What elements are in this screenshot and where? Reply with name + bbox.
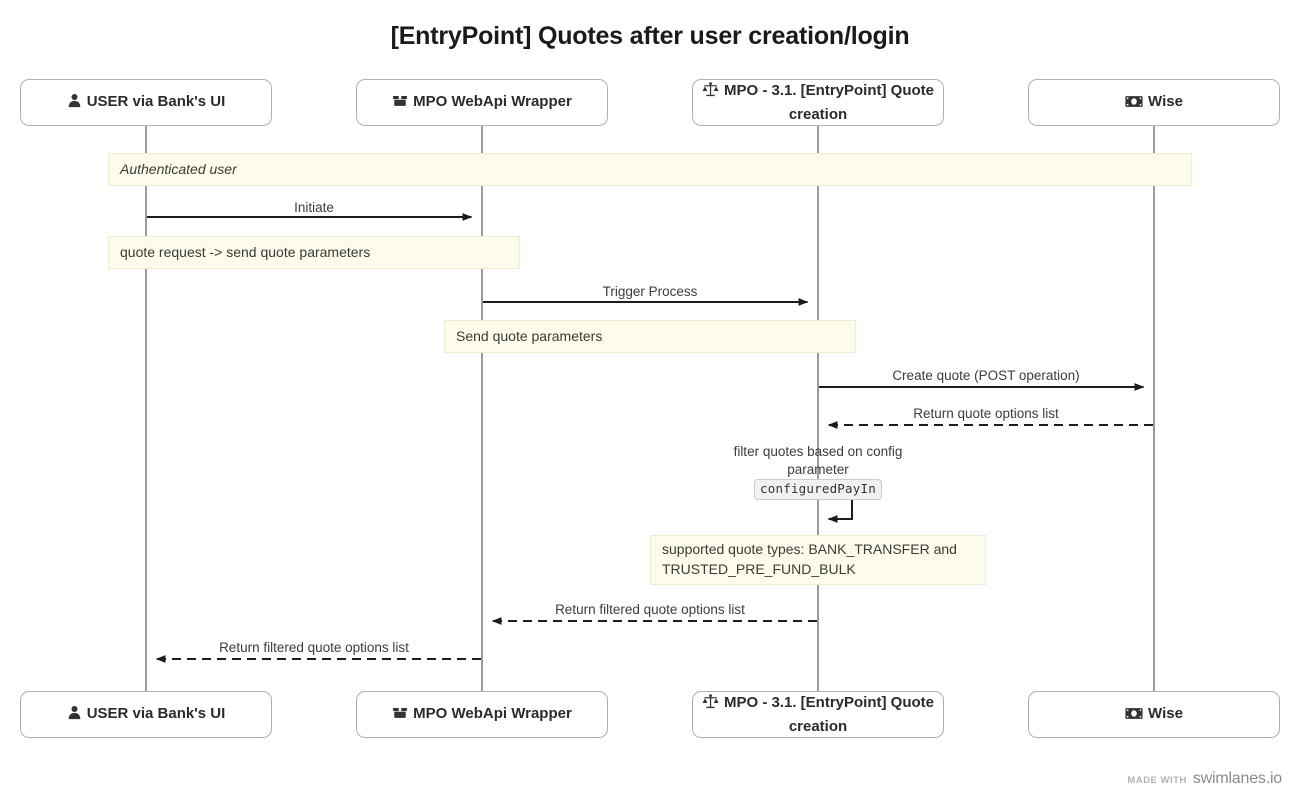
note-quote-request-text: quote request -> send quote parameters xyxy=(120,243,371,260)
balance-scale-icon xyxy=(702,81,719,104)
configured-payin-chip: configuredPayIn xyxy=(754,479,882,501)
footer-brand-link[interactable]: swimlanes.io xyxy=(1192,770,1282,787)
self-message-line1: filter quotes based on config xyxy=(733,444,903,459)
note-supported-quote-types: supported quote types: BANK_TRANSFER and… xyxy=(650,535,986,585)
msg-return-filtered-to-wrapper-label: Return filtered quote options list xyxy=(555,602,745,617)
participant-label-wrapper: MPO WebApi Wrapper xyxy=(392,91,572,115)
msg-trigger-process-label: Trigger Process xyxy=(602,284,698,299)
msg-create-quote-label: Create quote (POST operation) xyxy=(892,368,1080,383)
participant-footer-user[interactable]: USER via Bank's UI xyxy=(20,691,272,738)
participant-name-wise: Wise xyxy=(1148,92,1183,110)
participant-label-user: USER via Bank's UI xyxy=(67,91,226,115)
balance-scale-icon xyxy=(702,693,719,716)
footer-branding: Made with swimlanes.io xyxy=(1127,770,1282,788)
participant-label-mpo: MPO - 3.1. [EntryPoint] Quote creation xyxy=(701,692,935,738)
participant-footer-wise[interactable]: Wise xyxy=(1028,691,1280,738)
msg-return-quote-options-label: Return quote options list xyxy=(913,406,1059,421)
package-icon xyxy=(392,93,408,115)
note-send-quote-parameters-text: Send quote parameters xyxy=(456,327,603,344)
money-bill-icon xyxy=(1125,93,1143,115)
participant-name-wise: Wise xyxy=(1148,704,1183,722)
note-authenticated-user-text: Authenticated user xyxy=(120,160,237,177)
user-icon xyxy=(67,93,82,115)
participant-name-wrapper: MPO WebApi Wrapper xyxy=(413,92,572,110)
participant-footer-wrapper[interactable]: MPO WebApi Wrapper xyxy=(356,691,608,738)
participant-footer-mpo[interactable]: MPO - 3.1. [EntryPoint] Quote creation xyxy=(692,691,944,738)
participant-label-mpo: MPO - 3.1. [EntryPoint] Quote creation xyxy=(701,80,935,126)
participant-header-wise[interactable]: Wise xyxy=(1028,79,1280,126)
participant-header-wrapper[interactable]: MPO WebApi Wrapper xyxy=(356,79,608,126)
participant-label-wise: Wise xyxy=(1125,703,1183,727)
note-authenticated-user: Authenticated user xyxy=(108,153,1192,186)
footer-made-with-label: Made with xyxy=(1127,775,1187,786)
participant-label-wise: Wise xyxy=(1125,91,1183,115)
participant-name-mpo: MPO - 3.1. [EntryPoint] Quote creation xyxy=(723,693,934,735)
participant-name-user: USER via Bank's UI xyxy=(86,704,226,722)
package-icon xyxy=(392,705,408,727)
participant-header-mpo[interactable]: MPO - 3.1. [EntryPoint] Quote creation xyxy=(692,79,944,126)
msg-return-filtered-to-user-label: Return filtered quote options list xyxy=(219,640,409,655)
note-quote-request: quote request -> send quote parameters xyxy=(108,236,520,269)
participant-label-user: USER via Bank's UI xyxy=(67,703,226,727)
self-message-label: filter quotes based on config parameter … xyxy=(700,443,936,501)
participant-header-user[interactable]: USER via Bank's UI xyxy=(20,79,272,126)
participant-name-user: USER via Bank's UI xyxy=(86,92,226,110)
self-message-line2: parameter xyxy=(787,462,849,478)
note-supported-quote-types-text: supported quote types: BANK_TRANSFER and… xyxy=(662,541,957,577)
money-bill-icon xyxy=(1125,705,1143,727)
participant-name-wrapper: MPO WebApi Wrapper xyxy=(413,704,572,722)
note-send-quote-parameters: Send quote parameters xyxy=(444,320,856,353)
participant-label-wrapper: MPO WebApi Wrapper xyxy=(392,703,572,727)
msg-initiate-label: Initiate xyxy=(294,200,334,215)
participant-name-mpo: MPO - 3.1. [EntryPoint] Quote creation xyxy=(723,81,934,123)
user-icon xyxy=(67,705,82,727)
page-title: [EntryPoint] Quotes after user creation/… xyxy=(390,22,910,50)
